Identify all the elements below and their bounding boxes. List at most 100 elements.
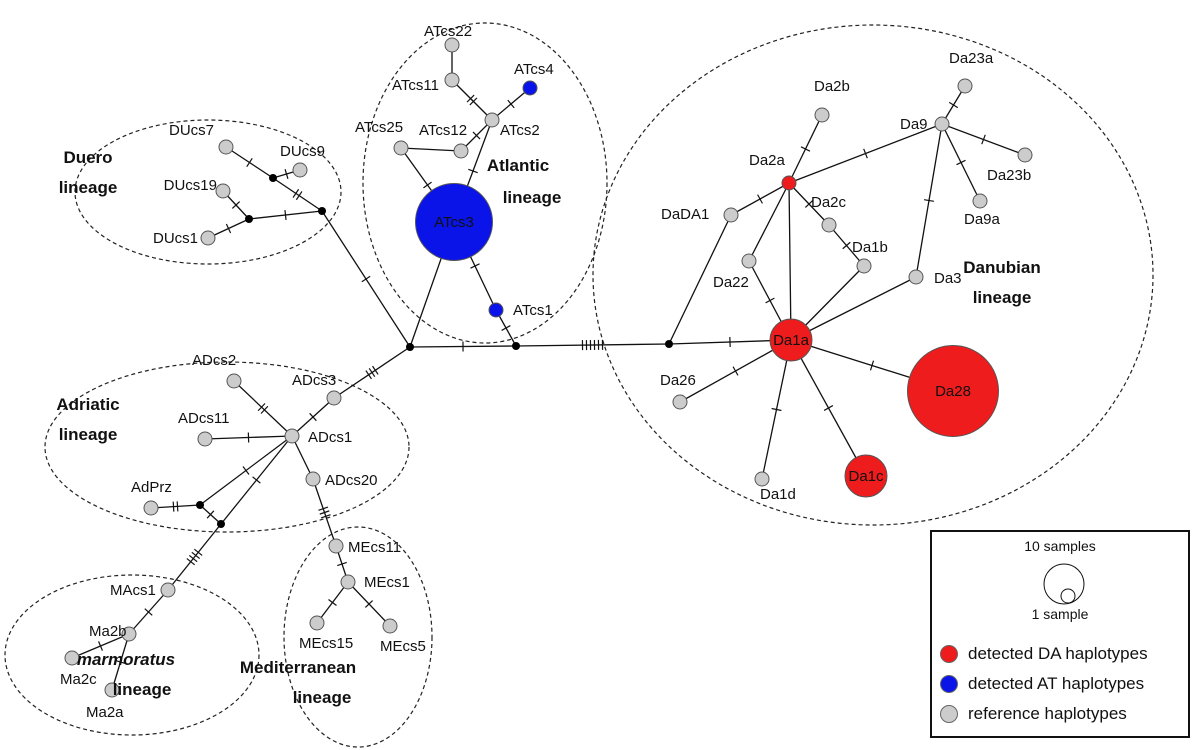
haplotype-node-atcs22 — [444, 37, 460, 53]
mutation-tick — [361, 275, 371, 283]
haplotype-node-da23b — [1017, 147, 1033, 163]
mutation-tick — [757, 194, 763, 204]
lineage-label-mediterranean: Mediterranean — [240, 658, 356, 677]
haplotype-label-mecs1: MEcs1 — [364, 574, 410, 591]
mutation-tick — [423, 181, 432, 189]
lineage-label-adriatic: lineage — [59, 425, 118, 444]
haplotype-label-macs1: MAcs1 — [110, 582, 156, 599]
legend-swatch-da — [940, 645, 958, 663]
haplotype-node-da2b — [814, 107, 830, 123]
lineage-label-duero: lineage — [59, 178, 118, 197]
legend-item-at: detected AT haplotypes — [940, 674, 1144, 694]
edge-AdPrz-m_ad1 — [150, 504, 201, 509]
mutation-tick — [252, 476, 261, 484]
legend-item-da: detected DA haplotypes — [940, 644, 1148, 664]
haplotype-label-adcs1: ADcs1 — [308, 429, 352, 446]
mutation-tick — [337, 561, 347, 567]
mutation-tick — [246, 157, 253, 168]
haplotype-node-atcs1 — [488, 302, 504, 318]
haplotype-label-ducs7: DUcs7 — [169, 122, 214, 139]
legend-item-ref: reference haplotypes — [940, 704, 1127, 724]
mutation-tick — [206, 510, 215, 519]
haplotype-label-atcs3: ATcs3 — [434, 214, 474, 231]
mutation-tick — [364, 600, 374, 608]
mutation-tick — [365, 370, 372, 380]
mutation-tick — [309, 412, 317, 422]
median-vector-node — [245, 215, 253, 223]
mutation-tick — [318, 506, 329, 511]
legend-label-da: detected DA haplotypes — [968, 644, 1148, 663]
lineage-label-danubian: Danubian — [963, 258, 1040, 277]
ellipse-danubian — [592, 24, 1154, 526]
edge-m_c2-m_c3 — [515, 343, 670, 347]
haplotype-label-ma2c: Ma2c — [60, 671, 97, 688]
haplotype-label-atcs2: ATcs2 — [500, 122, 540, 139]
mutation-tick — [804, 200, 814, 208]
mutation-tick — [98, 641, 103, 651]
legend-label-at: detected AT haplotypes — [968, 674, 1145, 693]
median-vector-node — [512, 342, 520, 350]
haplotype-label-mecs15: MEcs15 — [299, 635, 353, 652]
edge-ATcs25-ATcs12 — [400, 147, 462, 152]
haplotype-node-atcs2 — [484, 112, 500, 128]
haplotype-label-adcs20: ADcs20 — [325, 472, 378, 489]
haplotype-label-atcs4: ATcs4 — [514, 61, 554, 78]
edge-Da3-Da1a — [790, 276, 917, 341]
mutation-tick — [292, 188, 300, 198]
mutation-tick — [186, 558, 196, 566]
haplotype-label-da2a: Da2a — [749, 152, 786, 169]
mutation-tick — [981, 134, 986, 145]
mutation-tick — [869, 360, 875, 371]
haplotype-label-ducs9: DUcs9 — [280, 143, 325, 160]
edge-ADcs1-ADcs20 — [291, 435, 314, 480]
mutation-tick — [923, 199, 935, 202]
mutation-tick — [193, 548, 203, 556]
haplotype-node-adcs20 — [305, 471, 321, 487]
edge-m_c3-DaDA1 — [668, 214, 732, 345]
mutation-tick — [284, 209, 287, 221]
haplotype-label-atcs25: ATcs25 — [355, 119, 403, 136]
haplotype-node-mecs15 — [309, 615, 325, 631]
haplotype-label-adcs3: ADcs3 — [292, 372, 336, 389]
haplotype-label-dada1: DaDA1 — [661, 206, 709, 223]
ellipse-marmoratus — [4, 574, 260, 736]
haplotype-node-da9a — [972, 193, 988, 209]
mutation-tick — [115, 659, 126, 665]
haplotype-node-adcs11 — [197, 431, 213, 447]
lineage-label-marmoratus: marmoratus — [77, 650, 175, 669]
lineage-label-mediterranean: lineage — [293, 688, 352, 707]
mutation-tick — [328, 599, 337, 606]
haplotype-label-da1b: Da1b — [852, 239, 888, 256]
mutation-tick — [771, 407, 782, 412]
mutation-tick — [176, 501, 179, 512]
edge-Da2a-Da22 — [748, 182, 790, 262]
median-vector-node — [318, 207, 326, 215]
haplotype-label-ducs19: DUcs19 — [164, 177, 217, 194]
lineage-label-duero: Duero — [63, 148, 112, 167]
haplotype-node-ma2b — [121, 626, 137, 642]
mutation-tick — [765, 297, 775, 304]
legend-swatch-at — [940, 675, 958, 693]
haplotype-node-atcs4 — [522, 80, 538, 96]
haplotype-label-da2c: Da2c — [811, 194, 847, 211]
haplotype-node-da2c — [821, 217, 837, 233]
lineage-label-atlantic: lineage — [503, 188, 562, 207]
haplotype-label-da22: Da22 — [713, 274, 749, 291]
haplotype-node-atcs3 — [415, 183, 493, 261]
edge-m_ad2-MAcs1 — [167, 523, 222, 591]
mutation-tick — [319, 510, 330, 515]
mutation-tick — [144, 608, 153, 616]
legend-label-ref: reference haplotypes — [968, 704, 1127, 723]
mutation-tick — [470, 263, 480, 269]
haplotype-label-da26: Da26 — [660, 372, 696, 389]
mutation-tick — [842, 241, 851, 250]
mutation-tick — [242, 466, 250, 475]
haplotype-node-adcs2 — [226, 373, 242, 389]
haplotype-label-da9: Da9 — [900, 116, 928, 133]
haplotype-node-da22 — [741, 253, 757, 269]
mutation-tick — [225, 223, 232, 234]
mutation-tick — [284, 169, 289, 179]
haplotype-node-mecs5 — [382, 618, 398, 634]
mutation-tick — [466, 94, 475, 103]
